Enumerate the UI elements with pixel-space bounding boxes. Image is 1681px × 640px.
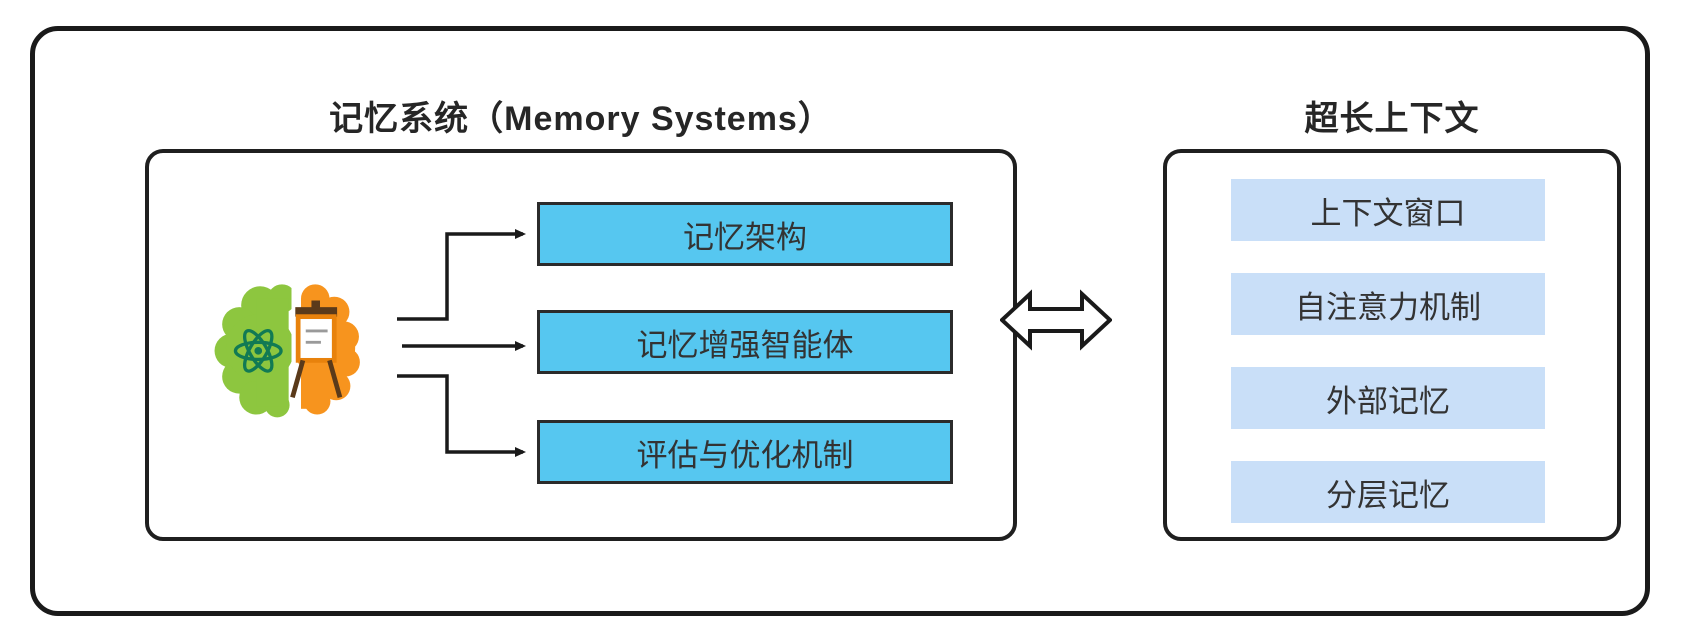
atom-icon [233, 328, 283, 373]
long-context-title: 超长上下文 [1304, 100, 1480, 138]
memory-systems-group-box: 记忆架构 记忆增强智能体 评估与优化机制 [145, 149, 1017, 541]
whiteboard-easel-icon [290, 300, 343, 399]
arrow-to-memory-architecture [397, 229, 526, 321]
connector-arrows [397, 229, 526, 457]
brain-icon-svg [214, 281, 360, 418]
diagram-outer-frame: 记忆系统（Memory Systems） 超长上下文 [30, 26, 1650, 616]
evaluation-optimization-box: 评估与优化机制 [537, 420, 953, 484]
context-window-box: 上下文窗口 [1231, 179, 1545, 241]
memory-augmented-agent-box: 记忆增强智能体 [537, 310, 953, 374]
brain-hemisphere-gap [291, 281, 299, 415]
memory-architecture-box: 记忆架构 [537, 202, 953, 266]
long-context-group-box: 上下文窗口 自注意力机制 外部记忆 分层记忆 [1163, 149, 1621, 541]
memory-systems-title: 记忆系统（Memory Systems） [329, 100, 833, 138]
double-arrow-icon [1000, 286, 1112, 354]
external-memory-box: 外部记忆 [1231, 367, 1545, 429]
self-attention-box: 自注意力机制 [1231, 273, 1545, 335]
hierarchical-memory-box: 分层记忆 [1231, 461, 1545, 523]
brain-icon [201, 253, 401, 443]
arrow-to-evaluation-optimization [397, 374, 526, 457]
